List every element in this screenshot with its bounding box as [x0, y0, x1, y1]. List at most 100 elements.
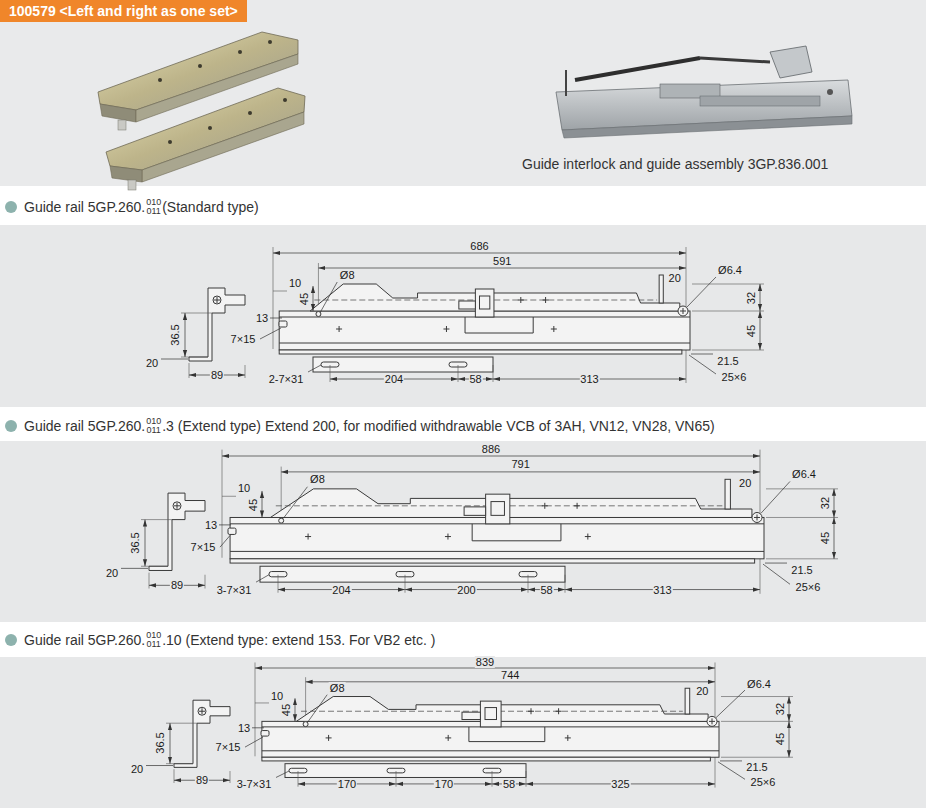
guide-rail-drawing [146, 662, 793, 787]
section-heading: Guide rail 5GP.260.010011(Standard type) [24, 198, 259, 216]
extension-line [222, 496, 236, 497]
dimension-label: 313 [579, 373, 599, 385]
dimension-line [185, 313, 186, 357]
interlock-pin [485, 708, 497, 720]
guide-plate [296, 697, 708, 722]
dimension-line [834, 517, 835, 558]
bracket-hole [198, 707, 206, 715]
heading-text: Guide rail 5GP.260. [24, 199, 145, 216]
guide-rail-drawings [121, 247, 838, 788]
dimension-label: 200 [456, 584, 476, 596]
interlock-pin [480, 296, 490, 309]
dimension-label: 21.5 [790, 564, 813, 576]
set-number-tag: 100579 <Left and right as one set> [0, 0, 247, 22]
stop-post [725, 479, 730, 509]
bullet [5, 634, 17, 646]
slot [279, 321, 287, 327]
leader-line [691, 354, 713, 355]
bullet [5, 201, 17, 213]
leader-line [256, 575, 269, 582]
rail-edge [230, 551, 764, 552]
extension-line [273, 291, 287, 292]
extension-line [205, 575, 206, 589]
extension-line [766, 558, 838, 559]
extension-line [493, 365, 494, 382]
slotted-bar [285, 764, 526, 778]
extension-line [405, 575, 406, 593]
dimension-label: 58 [468, 373, 482, 385]
leader-line [720, 760, 742, 761]
extension-line [298, 771, 299, 787]
extension-line [766, 517, 838, 518]
hole-mark [217, 297, 218, 303]
dimension-label: Ø6.4 [791, 468, 817, 480]
dimension-label: 20 [105, 567, 119, 579]
guide-plate [270, 489, 752, 518]
dimension-line [281, 471, 760, 472]
extension-line [721, 721, 793, 722]
leader-line [252, 727, 264, 728]
hole-mark [446, 326, 447, 332]
dimension-label: 7×15 [215, 741, 242, 753]
dimension-line [760, 284, 761, 311]
heading-text: Guide rail 5GP.260. [24, 632, 145, 649]
leader-line [765, 563, 787, 564]
dimension-label: 170 [337, 778, 357, 790]
leader-line [761, 481, 790, 513]
rail-lip [262, 757, 711, 761]
extension-line [692, 284, 764, 285]
dimension-line [170, 723, 171, 763]
hole-mark [567, 735, 568, 741]
dimension-label: 886 [481, 443, 501, 455]
dimension-label: Ø6.4 [717, 264, 743, 276]
suffix-number: 010 [146, 631, 161, 640]
interlock-arm [464, 507, 486, 515]
interlock-bracket [472, 524, 561, 541]
dimension-line [295, 698, 296, 721]
extension-line [565, 575, 566, 593]
extension-line [528, 575, 529, 593]
dimension-label: 170 [434, 778, 454, 790]
dimension-label: 36.5 [169, 323, 181, 346]
dimension-label: 32 [745, 290, 757, 304]
dimension-line [255, 668, 715, 669]
extension-line [189, 363, 190, 378]
dimension-label: 2-7×31 [268, 373, 305, 385]
dimension-label: 204 [331, 584, 351, 596]
extension-line [305, 677, 306, 719]
dimension-label: 791 [510, 458, 530, 470]
dimension-label: 45 [819, 531, 831, 545]
extension-line [281, 467, 282, 516]
part-number-suffix: 010011 [146, 631, 161, 649]
extension-line [330, 365, 331, 382]
end-bracket [174, 700, 230, 767]
leader-line [219, 524, 231, 525]
dimension-label: 89 [195, 774, 209, 786]
photo-caption: Guide interlock and guide assembly 3GP.8… [522, 156, 828, 173]
hole-mark [447, 534, 448, 540]
extension-line [721, 696, 793, 697]
heading-text: .3 (Extend type) Extend 200, for modifie… [162, 418, 715, 435]
dimension-label: 13 [237, 722, 251, 734]
dimension-line [262, 491, 263, 517]
dimension-label: 20 [668, 272, 682, 284]
extension-line [526, 771, 527, 787]
leader-line [308, 695, 328, 723]
dimension-line [789, 697, 790, 722]
leader-line [308, 365, 321, 372]
dimension-line [273, 253, 686, 254]
dimension-line [318, 268, 686, 269]
part-number-suffix: 010011 [146, 198, 161, 216]
suffix-number: 011 [146, 426, 160, 435]
leader-line [763, 564, 790, 584]
hole-mark [544, 503, 545, 509]
hole-mark [328, 735, 329, 741]
extension-line [255, 702, 269, 703]
dimension-label: 58 [539, 584, 553, 596]
dimension-label: 20 [130, 763, 144, 775]
heading-text: (Standard type) [162, 199, 259, 216]
hole-mark [520, 297, 521, 303]
hole-mark [553, 326, 554, 332]
